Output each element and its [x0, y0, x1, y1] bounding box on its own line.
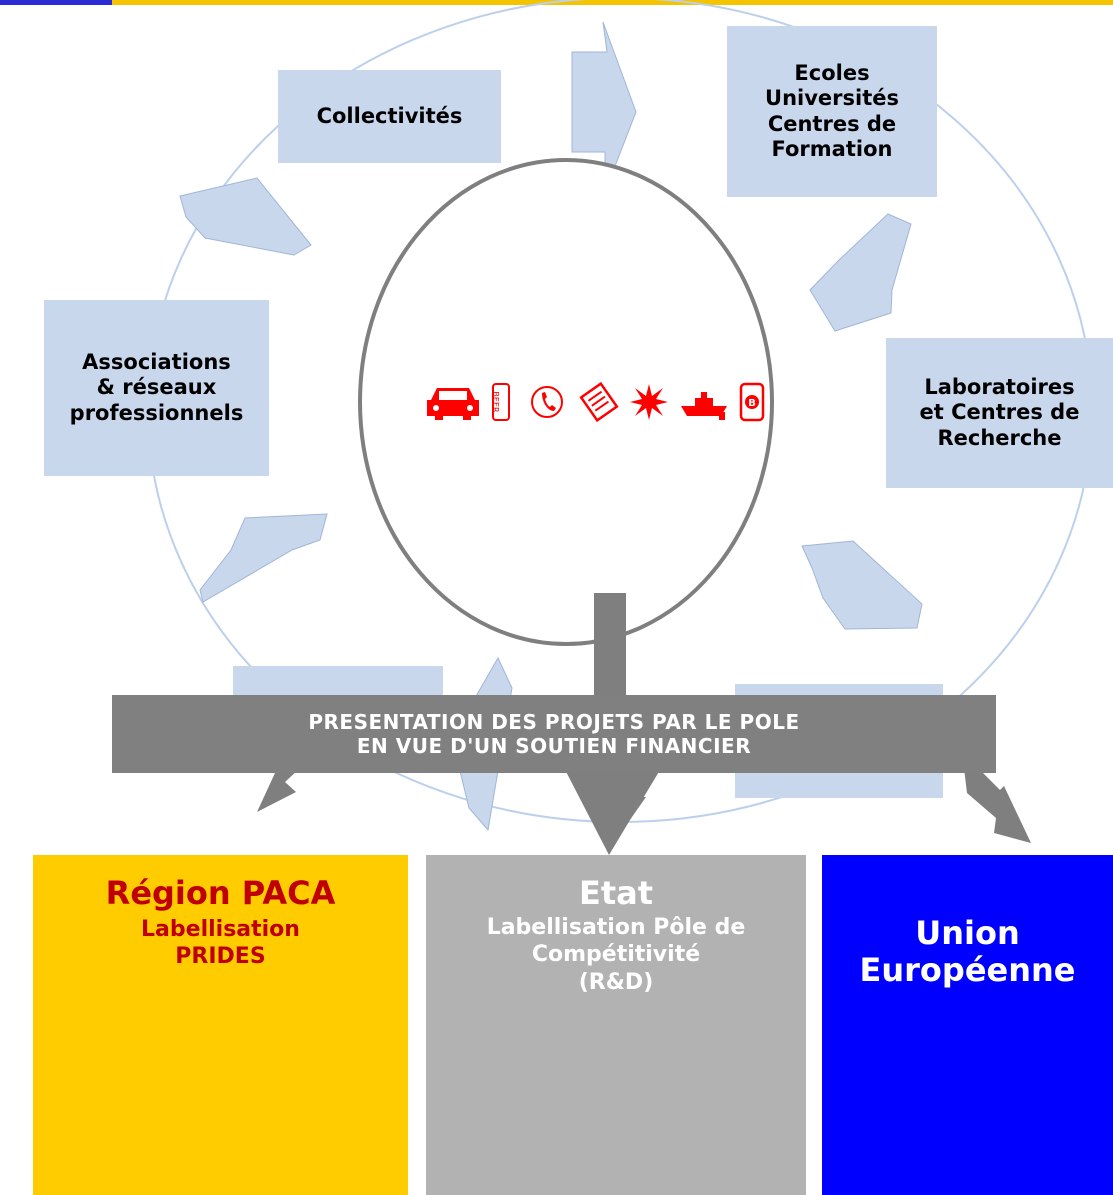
- ue-line-2: Européenne: [859, 950, 1076, 989]
- cycle-arrow-top: [571, 21, 637, 193]
- region-line-2: PRIDES: [175, 944, 266, 970]
- top-accent-blue: [0, 0, 112, 5]
- center-icon-strip: BEER B: [425, 378, 795, 426]
- funding-arrow-etat: [600, 773, 646, 824]
- presentation-banner: PRESENTATION DES PROJETS PAR LE POLE EN …: [112, 695, 996, 773]
- etat-title: Etat: [578, 874, 654, 912]
- b-phone-icon: B: [739, 382, 765, 422]
- svg-text:B: B: [748, 398, 756, 409]
- explosion-icon: [630, 384, 668, 420]
- banner-line-2: EN VUE D'UN SOUTIEN FINANCIER: [356, 734, 752, 758]
- car-icon: [427, 388, 479, 420]
- notepad-icon: [579, 382, 619, 422]
- banner-line-1: PRESENTATION DES PROJETS PAR LE POLE: [308, 710, 800, 734]
- cycle-arrow-upper-left: [179, 177, 312, 256]
- region-line-1: Labellisation: [141, 916, 300, 942]
- etat-line-1: Labellisation Pôle de: [486, 914, 746, 940]
- etat-line-3: (R&D): [578, 969, 654, 995]
- cycle-arrow-lower-right: [801, 540, 923, 630]
- actor-associations: Associations & réseaux professionnels: [44, 300, 269, 476]
- boat-icon: [681, 392, 727, 420]
- region-title: Région PACA: [105, 874, 336, 912]
- funder-union-europeenne: Union Européenne: [822, 855, 1113, 1195]
- etat-line-2: Compétitivité: [531, 942, 701, 968]
- top-accent-yellow: [112, 0, 1113, 5]
- beer-can-icon: BEER: [491, 383, 510, 421]
- funder-region-paca: Région PACA Labellisation PRIDES: [33, 855, 408, 1195]
- central-pole-circle: [358, 158, 774, 646]
- svg-text:BEER: BEER: [491, 391, 500, 413]
- cycle-arrow-upper-right: [809, 213, 912, 332]
- ue-line-1: Union: [915, 914, 1020, 952]
- actor-ecoles-universites: Ecoles Universités Centres de Formation: [727, 26, 937, 197]
- funding-arrow-ue: [962, 752, 1031, 843]
- funder-etat: Etat Labellisation Pôle de Compétitivité…: [426, 855, 806, 1195]
- telephone-icon: [531, 386, 563, 418]
- cycle-arrow-lower-left: [199, 513, 328, 603]
- actor-laboratoires: Laboratoires et Centres de Recherche: [886, 338, 1113, 488]
- actor-collectivites: Collectivités: [278, 70, 501, 163]
